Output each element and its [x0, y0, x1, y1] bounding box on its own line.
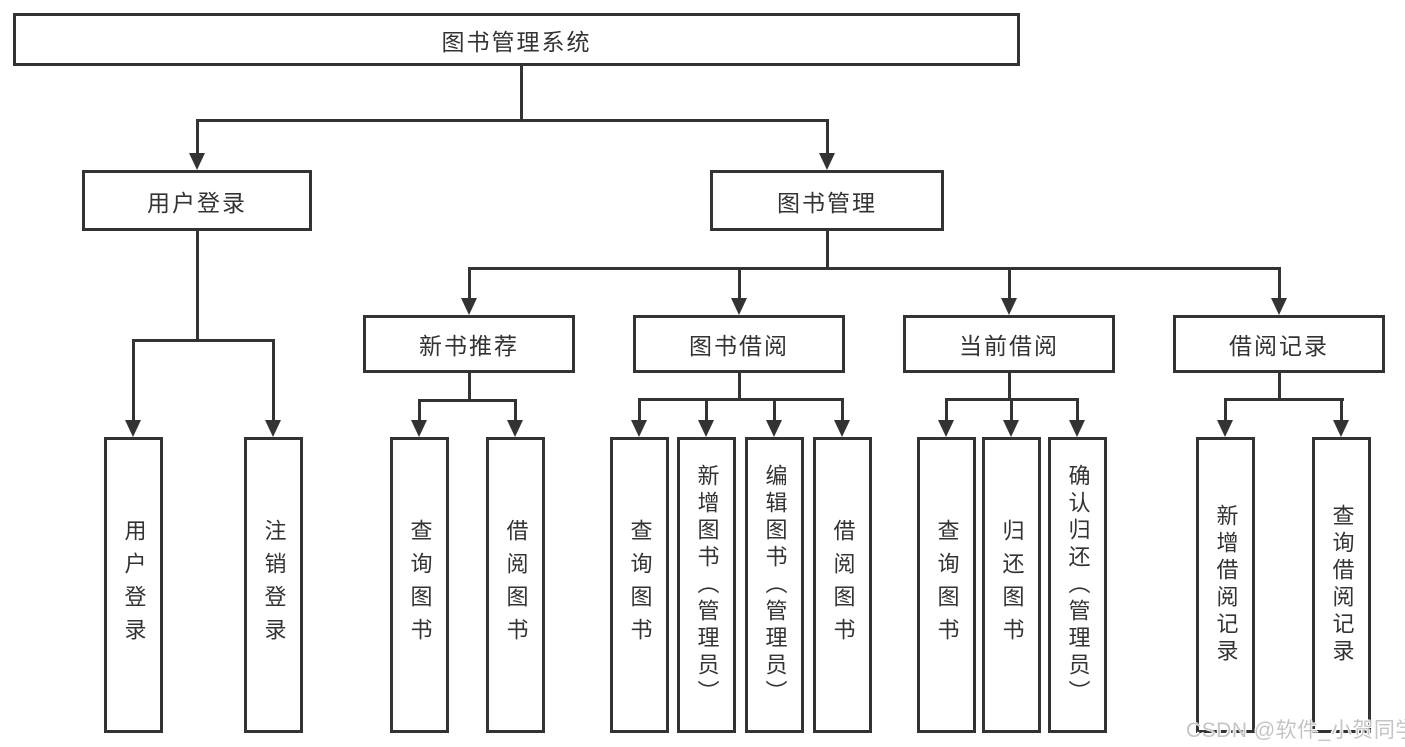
- tree-line: [1224, 398, 1344, 401]
- node-borrow-books-borrowing: 借阅图书: [813, 437, 872, 733]
- node-borrowing-records: 借阅记录: [1173, 315, 1385, 373]
- tree-line: [1008, 372, 1011, 401]
- tree-line: [1010, 398, 1013, 421]
- tree-line: [826, 230, 829, 270]
- tree-line: [945, 398, 948, 421]
- node-return-books: 归还图书: [982, 437, 1041, 733]
- tree-line: [638, 398, 844, 401]
- tree-line: [132, 339, 274, 342]
- tree-line: [418, 399, 421, 421]
- tree-line: [1278, 372, 1281, 401]
- arrow-down-icon: [766, 420, 782, 437]
- arrow-down-icon: [411, 420, 427, 437]
- arrow-down-icon: [1003, 420, 1019, 437]
- csdn-watermark: CSDN @软件_小贺同学: [1186, 719, 1405, 742]
- tree-line: [773, 398, 776, 421]
- node-add-borrow-record: 新增借阅记录: [1196, 437, 1255, 733]
- tree-line: [841, 398, 844, 421]
- node-user-login-leaf: 用户登录: [104, 437, 163, 733]
- arrow-down-icon: [631, 420, 647, 437]
- arrow-down-icon: [1333, 420, 1349, 437]
- node-logout: 注销登录: [244, 437, 303, 733]
- arrow-down-icon: [1217, 420, 1233, 437]
- tree-line: [826, 119, 829, 154]
- node-edit-books-admin: 编辑图书（管理员）: [745, 437, 804, 733]
- tree-line: [738, 372, 741, 401]
- node-book-management: 图书管理: [710, 170, 944, 231]
- arrow-down-icon: [938, 420, 954, 437]
- tree-line: [520, 64, 523, 122]
- node-user-login: 用户登录: [82, 170, 312, 231]
- tree-line: [196, 119, 829, 122]
- tree-line: [468, 267, 1281, 270]
- tree-line: [196, 230, 199, 342]
- node-query-books-newbooks: 查询图书: [390, 437, 449, 733]
- node-add-books-admin: 新增图书（管理员）: [677, 437, 736, 733]
- tree-line: [738, 267, 741, 299]
- tree-line: [1278, 267, 1281, 299]
- node-confirm-return-admin: 确认归还（管理员）: [1048, 437, 1107, 733]
- arrow-down-icon: [1001, 298, 1017, 315]
- node-book-borrowing: 图书借阅: [633, 315, 845, 373]
- arrow-down-icon: [125, 420, 141, 437]
- node-query-books-current: 查询图书: [917, 437, 976, 733]
- arrow-down-icon: [819, 153, 835, 170]
- tree-line: [638, 398, 641, 421]
- tree-line: [705, 398, 708, 421]
- node-query-borrow-record: 查询借阅记录: [1312, 437, 1371, 733]
- tree-line: [132, 339, 135, 421]
- arrow-down-icon: [265, 420, 281, 437]
- arrow-down-icon: [189, 153, 205, 170]
- arrow-down-icon: [1069, 420, 1085, 437]
- tree-line: [272, 339, 275, 421]
- arrow-down-icon: [698, 420, 714, 437]
- node-query-books-borrowing: 查询图书: [610, 437, 669, 733]
- tree-line: [1340, 398, 1343, 421]
- arrow-down-icon: [834, 420, 850, 437]
- node-new-book-recommendation: 新书推荐: [363, 315, 575, 373]
- node-borrow-books-newbooks: 借阅图书: [486, 437, 545, 733]
- tree-line: [468, 267, 471, 299]
- node-current-borrowing: 当前借阅: [903, 315, 1115, 373]
- tree-line: [1008, 267, 1011, 299]
- tree-line: [1076, 398, 1079, 421]
- arrow-down-icon: [507, 420, 523, 437]
- arrow-down-icon: [461, 298, 477, 315]
- tree-line: [1224, 398, 1227, 421]
- tree-line: [418, 399, 517, 402]
- tree-line: [514, 399, 517, 421]
- tree-line: [196, 119, 199, 154]
- arrow-down-icon: [1271, 298, 1287, 315]
- arrow-down-icon: [731, 298, 747, 315]
- node-library-management-system: 图书管理系统: [13, 13, 1020, 66]
- tree-line: [468, 372, 471, 402]
